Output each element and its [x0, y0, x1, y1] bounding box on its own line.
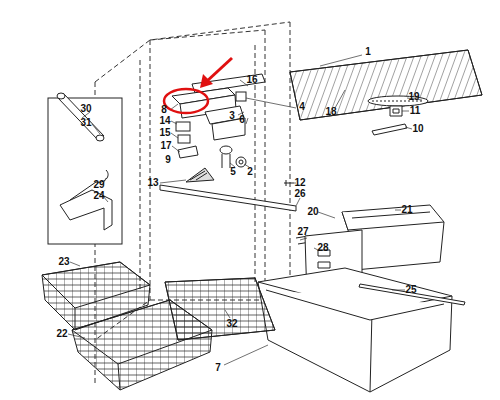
- callout-number: 1: [364, 47, 372, 57]
- callout-number: 23: [57, 257, 70, 267]
- callout-number: 27: [296, 227, 309, 237]
- ring: [96, 135, 104, 141]
- callout-number: 17: [159, 141, 172, 151]
- callout-number: 29: [92, 180, 105, 190]
- callout-number: 32: [225, 319, 238, 329]
- screw: [284, 180, 294, 186]
- rail: [160, 185, 296, 211]
- callout-number: 4: [298, 102, 306, 112]
- callout-number: 6: [238, 115, 246, 125]
- wire-shelf: [290, 50, 482, 120]
- callout-number: 5: [229, 167, 237, 177]
- callout-number: 7: [214, 363, 222, 373]
- bracket: [186, 168, 214, 182]
- callout-number: 19: [407, 92, 420, 102]
- leader-lines: [68, 55, 422, 365]
- callout-number: 10: [411, 124, 424, 134]
- callout-number: 30: [79, 104, 92, 114]
- wire-basket: [72, 300, 212, 390]
- callout-number: 28: [316, 243, 329, 253]
- callout-number: 9: [164, 155, 172, 165]
- shaft: [57, 93, 104, 140]
- callout-number: 2: [246, 167, 254, 177]
- callout-number: 8: [160, 105, 168, 115]
- callout-number: 31: [79, 118, 92, 128]
- rod: [359, 284, 465, 305]
- callout-number: 14: [158, 116, 171, 126]
- callout-number: 20: [306, 207, 319, 217]
- freezer-bin: [258, 268, 452, 392]
- callout-number: 11: [409, 106, 422, 116]
- highlight-arrow: [206, 58, 232, 82]
- highlight-circle: [164, 89, 208, 113]
- detail-inset: [48, 98, 122, 244]
- clip: [390, 106, 402, 116]
- callout-number: 3: [228, 111, 236, 121]
- callout-number: 26: [293, 189, 306, 199]
- callout-number: 13: [146, 178, 159, 188]
- callout-number: 12: [293, 178, 306, 188]
- callout-number: 24: [92, 191, 105, 201]
- callout-number: 18: [324, 107, 337, 117]
- callout-number: 16: [245, 75, 258, 85]
- bar: [372, 124, 407, 135]
- callout-number: 25: [404, 285, 417, 295]
- bracket: [60, 190, 112, 230]
- callout-number: 15: [158, 128, 171, 138]
- arrowhead: [200, 74, 213, 88]
- callout-number: 22: [55, 329, 68, 339]
- callout-number: 21: [400, 205, 413, 215]
